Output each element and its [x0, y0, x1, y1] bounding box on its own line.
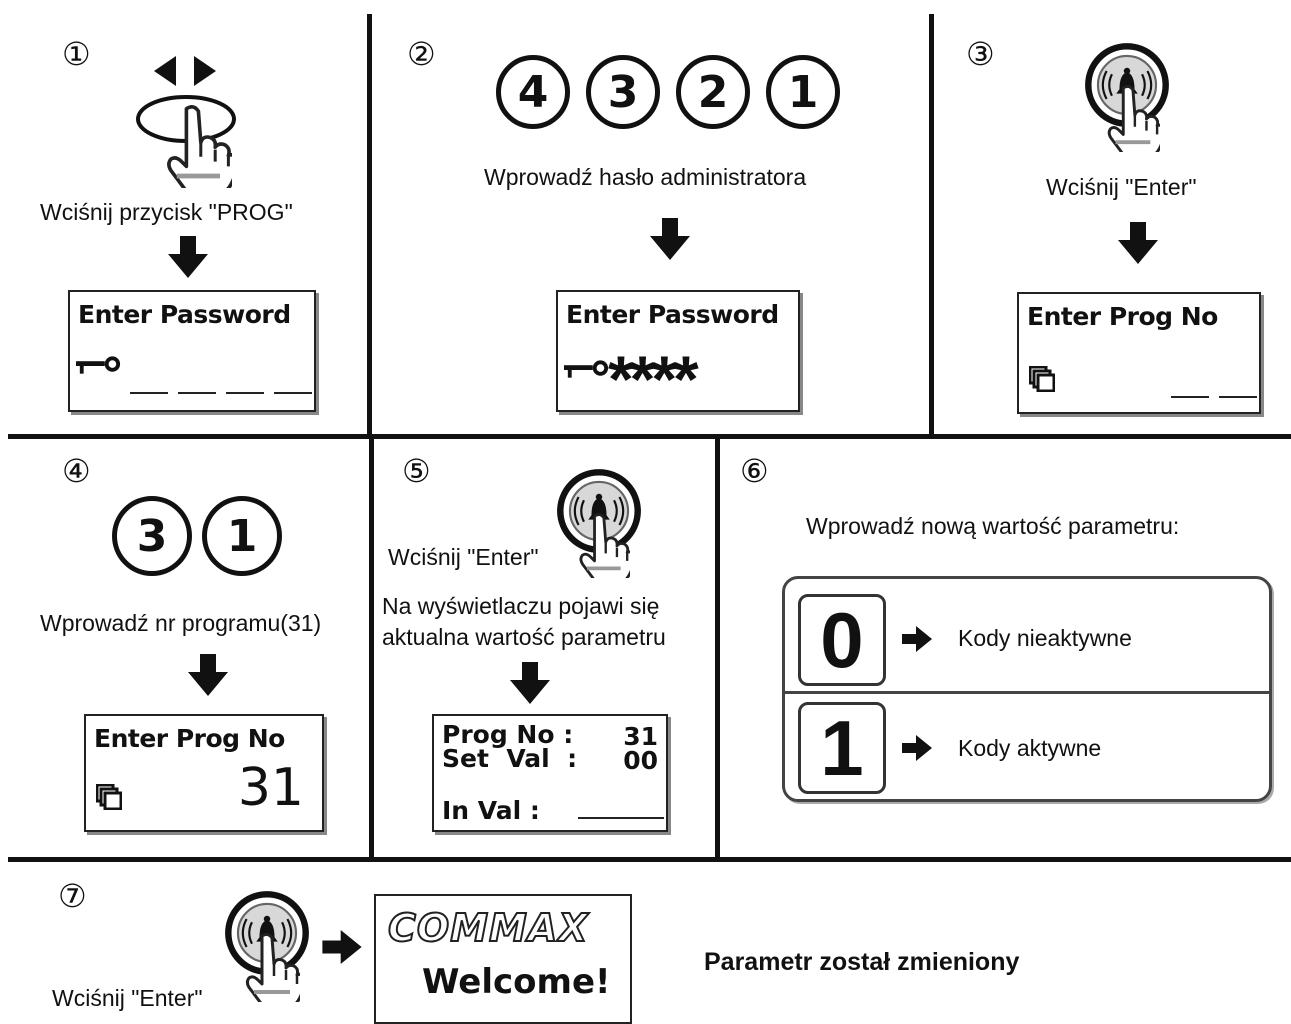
- lcd-title: Enter Password: [78, 300, 291, 329]
- masked-password: ****: [608, 342, 699, 416]
- step-1-number: ①: [62, 35, 91, 73]
- prog-stack-icon: [1029, 366, 1055, 392]
- in-val-blank: [578, 817, 664, 819]
- option-1-digit: 1: [798, 702, 886, 794]
- finger-press-icon: [160, 104, 232, 188]
- prog-number-value: 31: [237, 758, 304, 818]
- step-4-number: ④: [62, 452, 91, 490]
- step-2-lcd: Enter Password ****: [556, 290, 800, 412]
- set-val-label: Set Val :: [442, 744, 578, 773]
- option-0-label: Kody nieaktywne: [958, 625, 1132, 651]
- arrow-right-icon: [322, 930, 362, 964]
- step-2-number: ②: [407, 35, 436, 73]
- arrow-right-icon: [902, 626, 932, 652]
- step-7-lcd: COMMAX Welcome!: [374, 894, 632, 1024]
- divider-v-mid-1: [369, 436, 374, 858]
- prog-no-label: Prog No :: [442, 720, 574, 749]
- prog-blanks: [1171, 396, 1257, 398]
- step-1-lcd: Enter Password: [68, 290, 316, 412]
- lcd-title: Enter Prog No: [94, 724, 285, 753]
- arrow-down-icon: [168, 236, 208, 278]
- divider-h-2: [8, 857, 1291, 862]
- divider-v-top-2: [929, 14, 934, 434]
- digit-3: 3: [586, 55, 660, 129]
- step-2-caption: Wprowadź hasło administratora: [484, 164, 807, 190]
- commax-logo: COMMAX: [387, 905, 589, 951]
- finger-press-icon: [574, 512, 630, 578]
- option-1-label: Kody aktywne: [958, 735, 1102, 761]
- key-icon: [76, 356, 122, 376]
- options-divider: [785, 691, 1269, 694]
- in-val-label: In Val :: [442, 796, 540, 825]
- password-blanks: [130, 392, 312, 394]
- key-icon: [564, 360, 610, 380]
- arrow-down-icon: [1118, 222, 1158, 264]
- step-6-caption: Wprowadź nową wartość parametru:: [806, 513, 1180, 539]
- digit-4: 4: [496, 55, 570, 129]
- arrow-down-icon: [188, 654, 228, 696]
- finger-press-icon: [240, 932, 300, 1002]
- step-7-caption: Wciśnij "Enter": [52, 985, 203, 1011]
- result-message: Parametr został zmieniony: [704, 948, 1020, 976]
- step-3-lcd: Enter Prog No: [1017, 292, 1261, 414]
- lcd-title: Enter Prog No: [1027, 302, 1218, 331]
- step-3-number: ③: [966, 35, 995, 73]
- step-6-number: ⑥: [740, 452, 769, 490]
- welcome-text: Welcome!: [422, 962, 611, 1002]
- divider-v-mid-2: [715, 436, 720, 858]
- step-1-caption: Wciśnij przycisk "PROG": [40, 199, 293, 225]
- step-4-lcd: Enter Prog No 31: [84, 714, 324, 832]
- set-val-value: 00: [623, 746, 658, 775]
- step-5-caption-line2: aktualna wartość parametru: [382, 624, 666, 650]
- options-box: [782, 576, 1272, 802]
- arrow-down-icon: [650, 218, 690, 260]
- divider-h-1: [8, 434, 1291, 439]
- finger-press-icon: [1102, 84, 1160, 152]
- digit-1: 1: [202, 496, 282, 576]
- digit-1: 1: [766, 55, 840, 129]
- digit-3: 3: [112, 496, 192, 576]
- option-0-digit: 0: [798, 594, 886, 686]
- prog-no-value: 31: [623, 722, 658, 751]
- step-3-caption: Wciśnij "Enter": [1046, 174, 1197, 200]
- lcd-title: Enter Password: [566, 300, 779, 329]
- arrow-right-icon: [902, 735, 932, 761]
- arrow-down-icon: [510, 662, 550, 704]
- step-5-enter-caption: Wciśnij "Enter": [388, 544, 539, 570]
- step-5-lcd: Prog No : 31 Set Val : 00 In Val :: [432, 714, 668, 832]
- prog-stack-icon: [96, 784, 122, 810]
- step-4-caption: Wprowadź nr programu(31): [40, 610, 322, 636]
- divider-v-top-1: [367, 14, 372, 434]
- left-right-arrows-icon: [154, 56, 216, 86]
- step-5-number: ⑤: [402, 452, 431, 490]
- digit-2: 2: [676, 55, 750, 129]
- step-5-caption-line1: Na wyświetlaczu pojawi się: [382, 593, 660, 619]
- step-7-number: ⑦: [58, 877, 87, 915]
